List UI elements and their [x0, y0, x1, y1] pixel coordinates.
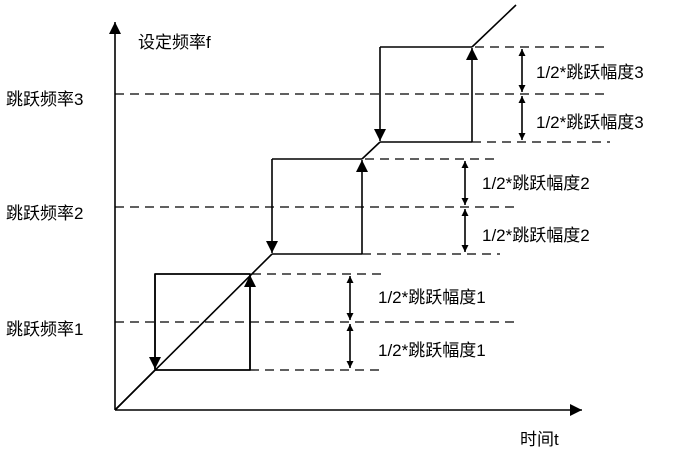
skip-frequency-label-3: 跳跃频率3 — [6, 90, 83, 109]
band-3-lower-label: 1/2*跳跃幅度3 — [536, 113, 644, 132]
band-1-upper-label: 1/2*跳跃幅度1 — [378, 288, 486, 307]
y-axis-label: 设定频率f — [138, 33, 211, 52]
ramp-segment-2 — [361, 141, 381, 160]
band-2-upper-label: 1/2*跳跃幅度2 — [482, 174, 590, 193]
x-axis-label: 时间t — [520, 430, 559, 449]
band-3-upper-label: 1/2*跳跃幅度3 — [536, 63, 644, 82]
ramp-segment-3 — [471, 4, 517, 48]
skip-frequency-label-2: 跳跃频率2 — [6, 204, 83, 223]
skip-frequency-label-1: 跳跃频率1 — [6, 320, 83, 339]
ramp-segment-1 — [114, 253, 273, 411]
band-2-lower-label: 1/2*跳跃幅度2 — [482, 226, 590, 245]
band-1-lower-label: 1/2*跳跃幅度1 — [378, 341, 486, 360]
